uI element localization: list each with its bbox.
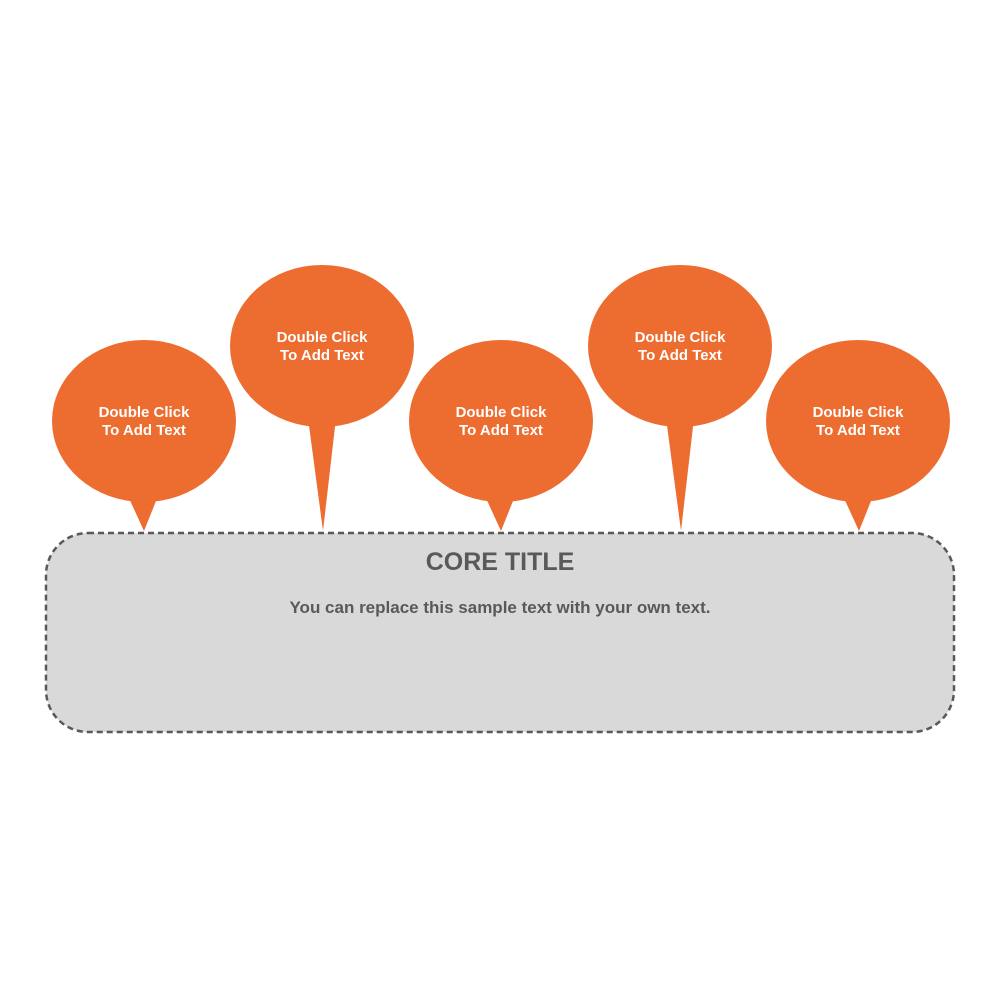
speech-bubble-4[interactable]: Double Click To Add Text bbox=[588, 265, 772, 531]
bubble-3-text-line1: Double Click bbox=[456, 404, 548, 421]
speech-bubble-5[interactable]: Double Click To Add Text bbox=[766, 340, 950, 531]
bubble-4-text-line1: Double Click bbox=[635, 329, 727, 346]
bubble-3-pointer bbox=[485, 496, 515, 531]
bubble-4-text-line2: To Add Text bbox=[638, 347, 722, 364]
bubble-5-text-line2: To Add Text bbox=[816, 422, 900, 439]
bubble-5-pointer bbox=[843, 496, 873, 531]
bubble-2-text-line1: Double Click bbox=[277, 329, 369, 346]
bubble-1-pointer bbox=[128, 496, 158, 531]
bubble-1-text-line2: To Add Text bbox=[102, 422, 186, 439]
bubble-5-text-line1: Double Click bbox=[813, 404, 905, 421]
bubble-4-shape bbox=[588, 265, 772, 427]
bubble-5-shape bbox=[766, 340, 950, 502]
core-description[interactable]: You can replace this sample text with yo… bbox=[289, 598, 710, 617]
core-title[interactable]: CORE TITLE bbox=[426, 548, 575, 576]
bubble-1-text-line1: Double Click bbox=[99, 404, 191, 421]
speech-bubble-1[interactable]: Double Click To Add Text bbox=[52, 340, 236, 531]
bubble-4-pointer bbox=[666, 418, 694, 531]
speech-bubble-3[interactable]: Double Click To Add Text bbox=[409, 340, 593, 531]
bubble-2-text-line2: To Add Text bbox=[280, 347, 364, 364]
bubble-3-text-line2: To Add Text bbox=[459, 422, 543, 439]
bubble-1-shape bbox=[52, 340, 236, 502]
core-box[interactable] bbox=[44, 531, 956, 734]
bubble-2-shape bbox=[230, 265, 414, 427]
bubble-2-pointer bbox=[308, 418, 336, 531]
speech-bubble-2[interactable]: Double Click To Add Text bbox=[230, 265, 414, 531]
bubble-3-shape bbox=[409, 340, 593, 502]
